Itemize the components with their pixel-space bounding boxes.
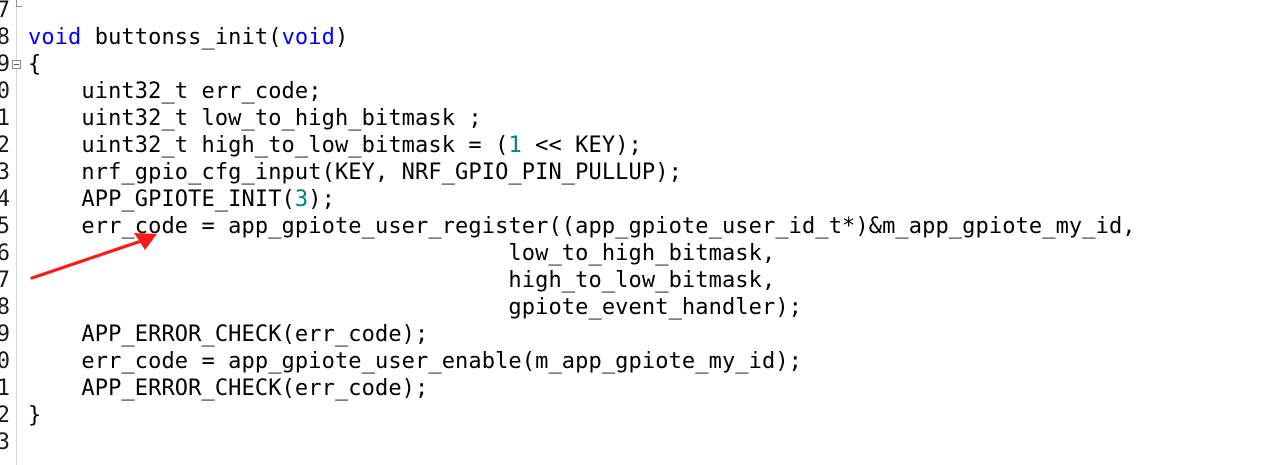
line-number: 1: [0, 106, 10, 131]
line-number: 3: [0, 160, 10, 185]
code-token: APP_ERROR_CHECK(err_code);: [28, 322, 429, 347]
keyword-token: void: [281, 25, 335, 50]
code-token: err_code = app_gpiote_user_enable(m_app_…: [28, 349, 803, 374]
fold-line: [16, 0, 17, 7]
code-line: APP_ERROR_CHECK(err_code);: [28, 321, 428, 348]
code-line: gpiote_event_handler);: [28, 294, 802, 321]
line-number: 8: [0, 25, 10, 50]
code-token: {: [28, 52, 42, 77]
code-token: APP_ERROR_CHECK(err_code);: [28, 376, 429, 401]
code-line: void buttonss_init(void): [28, 24, 348, 51]
code-line: err_code = app_gpiote_user_enable(m_app_…: [28, 348, 802, 375]
line-number: 2: [0, 133, 10, 158]
code-line: }: [28, 402, 41, 429]
code-token: }: [28, 403, 42, 428]
code-token: uint32_t low_to_high_bitmask ;: [28, 106, 482, 131]
code-line: nrf_gpio_cfg_input(KEY, NRF_GPIO_PIN_PUL…: [28, 159, 682, 186]
code-token: nrf_gpio_cfg_input(KEY, NRF_GPIO_PIN_PUL…: [28, 160, 682, 185]
line-number: 4: [0, 187, 10, 212]
line-number: 1: [0, 376, 10, 401]
code-token: err_code = app_gpiote_user_register((app…: [28, 214, 1136, 239]
code-token: low_to_high_bitmask,: [28, 241, 776, 266]
code-line: err_code = app_gpiote_user_register((app…: [28, 213, 1136, 240]
fold-end-marker: [16, 6, 22, 7]
code-token: ): [334, 25, 349, 50]
line-number: 0: [0, 349, 10, 374]
number-token: 3: [294, 187, 309, 212]
code-line: uint32_t high_to_low_bitmask = (1 << KEY…: [28, 132, 642, 159]
line-number: 6: [0, 241, 10, 266]
code-token: uint32_t err_code;: [28, 79, 322, 104]
code-line: uint32_t err_code;: [28, 78, 322, 105]
code-token: buttonss_init(: [81, 25, 282, 50]
line-number: 7: [0, 0, 10, 23]
code-token: );: [308, 187, 335, 212]
line-number: 3: [0, 430, 10, 455]
line-number: 0: [0, 79, 10, 104]
line-number: 8: [0, 295, 10, 320]
gutter-separator: [16, 0, 17, 465]
code-line: high_to_low_bitmask,: [28, 267, 775, 294]
line-number: 2: [0, 403, 10, 428]
code-token: uint32_t high_to_low_bitmask = (: [28, 133, 509, 158]
code-token: high_to_low_bitmask,: [28, 268, 776, 293]
code-token: APP_GPIOTE_INIT(: [28, 187, 295, 212]
number-token: 1: [508, 133, 522, 158]
code-line: {: [28, 51, 41, 78]
keyword-token: void: [28, 25, 82, 50]
code-line: APP_GPIOTE_INIT(3);: [28, 186, 335, 213]
code-token: gpiote_event_handler);: [28, 295, 803, 320]
line-number: 9: [0, 322, 10, 347]
fold-collapse-icon[interactable]: [12, 60, 21, 69]
code-token: << KEY);: [521, 133, 642, 158]
code-line: APP_ERROR_CHECK(err_code);: [28, 375, 428, 402]
line-number: 5: [0, 214, 10, 239]
code-line: low_to_high_bitmask,: [28, 240, 775, 267]
code-line: uint32_t low_to_high_bitmask ;: [28, 105, 482, 132]
arrow-head: [134, 233, 157, 250]
line-number: 7: [0, 268, 10, 293]
arrow-line: [30, 236, 152, 280]
line-number: 9: [0, 52, 10, 77]
